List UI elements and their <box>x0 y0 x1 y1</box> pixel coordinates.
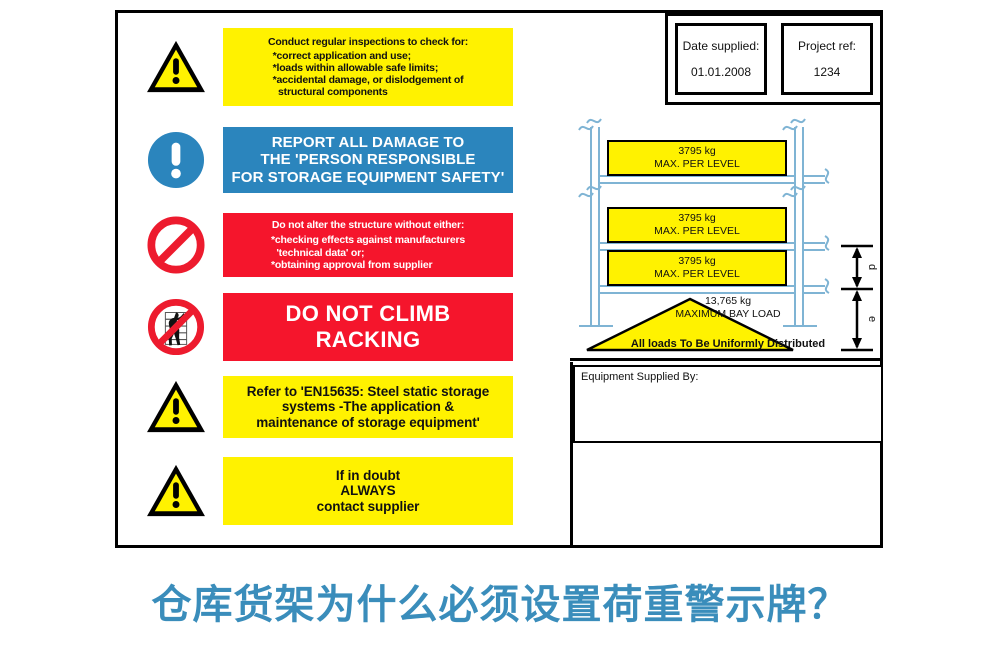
if-in-doubt-message: If in doubt ALWAYS contact supplier <box>223 457 513 525</box>
notice-row-if-in-doubt: If in doubt ALWAYS contact supplier <box>128 455 513 527</box>
message-line: FOR STORAGE EQUIPMENT SAFETY' <box>231 168 505 186</box>
project-ref-label: Project ref: <box>797 39 857 53</box>
rack-load-notice-sign: Conduct regular inspections to check for… <box>115 10 883 548</box>
bay-note: MAXIMUM BAY LOAD <box>675 308 781 321</box>
level-load-label: 3795 kg MAX. PER LEVEL <box>607 207 787 243</box>
message-line: RACKING <box>315 327 421 352</box>
message-line: ALWAYS <box>340 483 396 499</box>
level-load-label: 3795 kg MAX. PER LEVEL <box>607 140 787 176</box>
message-line: systems -The application & <box>281 399 455 415</box>
no-alteration-message: Do not alter the structure without eithe… <box>223 213 513 277</box>
level-weight: 3795 kg <box>678 211 716 224</box>
inspections-message: Conduct regular inspections to check for… <box>223 28 513 106</box>
level-weight: 3795 kg <box>678 144 716 157</box>
message-line: THE 'PERSON RESPONSIBLE <box>260 151 476 169</box>
level-weight: 3795 kg <box>678 254 716 267</box>
no-climbing-message: DO NOT CLIMB RACKING <box>223 293 513 361</box>
bullet-item: 'technical data' or; <box>270 246 365 259</box>
no-climbing-racking-icon <box>128 298 223 356</box>
horizontal-divider <box>570 358 883 361</box>
message-line: If in doubt <box>335 467 401 483</box>
date-supplied-label: Date supplied: <box>682 39 760 53</box>
warning-triangle-icon <box>128 379 223 435</box>
warning-triangle-icon <box>128 39 223 95</box>
date-supplied-value: 01.01.2008 <box>690 65 752 79</box>
equipment-supplied-by-label: Equipment Supplied By: <box>581 371 699 383</box>
message-line: REPORT ALL DAMAGE TO <box>271 133 465 151</box>
racking-diagram: 3795 kg MAX. PER LEVEL 3795 kg MAX. PER … <box>573 113 883 358</box>
page-caption: 仓库货架为什么必须设置荷重警示牌？ <box>151 582 849 628</box>
warning-triangle-icon <box>128 463 223 519</box>
notice-row-no-climbing: DO NOT CLIMB RACKING <box>128 291 513 363</box>
bullet-item: *checking effects against manufacturers <box>270 234 466 247</box>
date-supplied-box: Date supplied: 01.01.2008 <box>675 23 767 95</box>
no-alteration-bullets: *checking effects against manufacturers … <box>271 234 465 271</box>
level-note: MAX. PER LEVEL <box>654 268 740 280</box>
uniform-distribution-note: All loads To Be Uniformly Distributed <box>630 338 826 350</box>
level-note: MAX. PER LEVEL <box>654 225 740 237</box>
bullet-item: *accidental damage, or dislodgement of <box>272 74 464 87</box>
bullet-item: *loads within allowable safe limits; <box>272 61 439 74</box>
message-line: DO NOT CLIMB <box>285 301 451 327</box>
message-line: maintenance of storage equipment' <box>256 414 480 430</box>
level-note: MAX. PER LEVEL <box>654 158 740 170</box>
report-damage-message: REPORT ALL DAMAGE TO THE 'PERSON RESPONS… <box>223 127 513 193</box>
bay-weight: 13,765 kg <box>704 295 752 307</box>
project-ref-value: 1234 <box>813 65 841 79</box>
inspections-title: Conduct regular inspections to check for… <box>267 35 469 48</box>
sign-header-boxes: Date supplied: 01.01.2008 Project ref: 1… <box>665 13 883 105</box>
notice-row-no-alteration: Do not alter the structure without eithe… <box>128 209 513 281</box>
standard-reference-message: Refer to 'EN15635: Steel static storage … <box>223 376 513 438</box>
vertical-divider <box>570 362 573 548</box>
notice-row-report-damage: REPORT ALL DAMAGE TO THE 'PERSON RESPONS… <box>128 121 513 199</box>
bullet-item: *correct application and use; <box>272 49 412 62</box>
bullet-item: *obtaining approval from supplier <box>270 258 433 271</box>
dimension-label-d: d <box>866 263 879 271</box>
dimension-label-e: e <box>866 315 879 323</box>
maximum-bay-load-text: 13,765 kg MAXIMUM BAY LOAD <box>651 295 805 321</box>
equipment-supplied-by-box: Equipment Supplied By: <box>573 365 883 443</box>
prohibition-circle-icon <box>128 216 223 274</box>
mandatory-exclamation-circle-icon <box>128 131 223 189</box>
notice-row-inspections: Conduct regular inspections to check for… <box>128 21 513 113</box>
no-alteration-title: Do not alter the structure without eithe… <box>271 219 465 232</box>
level-load-label: 3795 kg MAX. PER LEVEL <box>607 250 787 286</box>
bullet-item: structural components <box>272 86 388 99</box>
inspections-bullets: *correct application and use; *loads wit… <box>273 50 464 99</box>
notice-row-standard-reference: Refer to 'EN15635: Steel static storage … <box>128 371 513 443</box>
project-ref-box: Project ref: 1234 <box>781 23 873 95</box>
message-line: contact supplier <box>316 498 420 514</box>
message-line: Refer to 'EN15635: Steel static storage <box>246 383 490 399</box>
